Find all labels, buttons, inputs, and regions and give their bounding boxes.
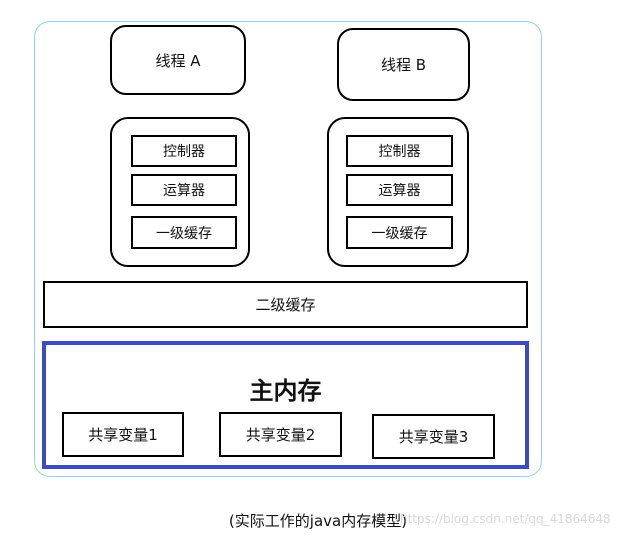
main-memory-title: 主内存 <box>249 377 322 405</box>
l2-cache-label: 二级缓存 <box>255 296 316 314</box>
main-memory-box: 主内存 <box>42 341 529 469</box>
shared-variable-3: 共享变量3 <box>372 414 495 459</box>
cpu-a-controller: 控制器 <box>131 135 237 167</box>
cpu-b-alu: 运算器 <box>346 174 453 206</box>
cpu-a-alu: 运算器 <box>131 174 237 206</box>
thread-b-label: 线程 B <box>380 56 427 74</box>
l2-cache-box: 二级缓存 <box>43 281 528 328</box>
cpu-b-controller-label: 控制器 <box>378 144 421 160</box>
watermark: https://blog.csdn.net/qq_41864648 <box>400 512 611 526</box>
cpu-b-l1-cache-label: 一级缓存 <box>371 225 428 242</box>
cpu-a-controller-label: 控制器 <box>163 144 205 160</box>
shared-variable-1-label: 共享变量1 <box>88 426 158 444</box>
cpu-a-box <box>110 117 250 267</box>
shared-variable-1: 共享变量1 <box>62 412 184 457</box>
shared-variable-2-label: 共享变量2 <box>245 426 316 444</box>
cpu-a-l1-cache-label: 一级缓存 <box>156 225 212 242</box>
thread-a-label: 线程 A <box>155 51 201 70</box>
cpu-b-alu-label: 运算器 <box>378 183 421 199</box>
cpu-a-l1-cache: 一级缓存 <box>131 216 237 249</box>
cpu-b-controller: 控制器 <box>346 135 453 167</box>
shared-variable-2: 共享变量2 <box>219 412 342 457</box>
cpu-b-box <box>327 117 469 267</box>
thread-b-box: 线程 B <box>337 28 470 101</box>
cpu-a-alu-label: 运算器 <box>163 183 205 199</box>
thread-a-box: 线程 A <box>110 25 246 95</box>
diagram-frame <box>34 21 542 477</box>
figure-caption: (实际工作的java内存模型) <box>228 512 408 530</box>
cpu-b-l1-cache: 一级缓存 <box>346 216 453 249</box>
shared-variable-3-label: 共享变量3 <box>398 428 469 446</box>
